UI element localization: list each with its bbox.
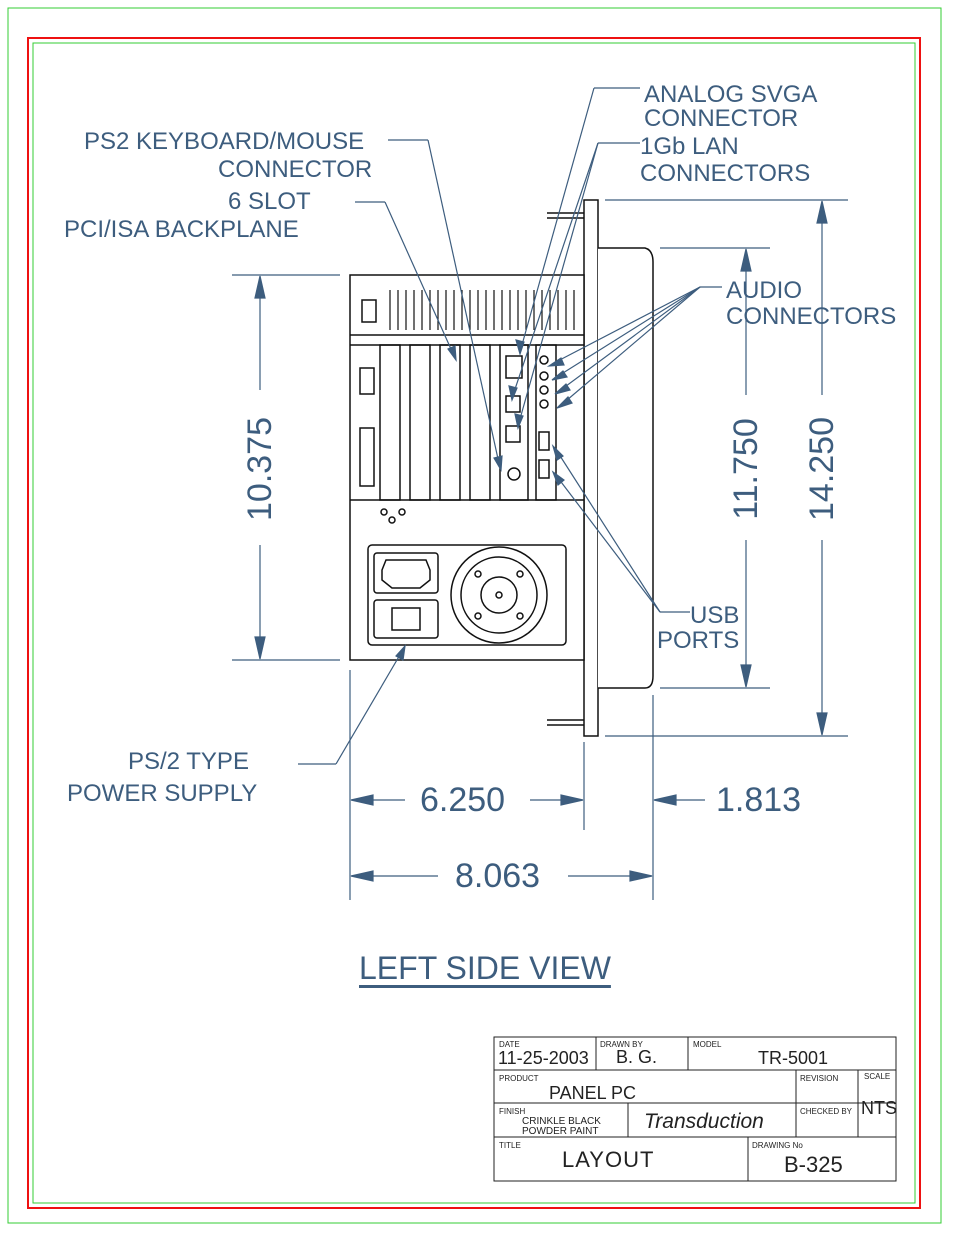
dimension-14250: 14.250 — [803, 417, 841, 521]
checked-by-caption: CHECKED BY — [800, 1107, 853, 1116]
title-value: LAYOUT — [562, 1147, 655, 1172]
model-caption: MODEL — [693, 1040, 722, 1049]
dimension-1813: 1.813 — [716, 781, 802, 819]
chassis — [349, 274, 585, 661]
drawing-no-caption: DRAWING No — [752, 1141, 803, 1150]
date-value: 11-25-2003 — [498, 1048, 589, 1068]
drawing-no-value: B-325 — [784, 1152, 843, 1177]
revision-caption: REVISION — [800, 1074, 839, 1083]
scale-caption: SCALE — [864, 1072, 891, 1081]
product-value: PANEL PC — [549, 1083, 637, 1103]
dimension-10375: 10.375 — [241, 417, 279, 521]
lan-label-line1: 1Gb LAN — [640, 133, 739, 160]
title-caption: TITLE — [499, 1141, 521, 1150]
svga-label-line2: CONNECTOR — [644, 105, 799, 132]
ps2-keyboard-label-line1: PS2 KEYBOARD/MOUSE — [84, 128, 365, 155]
usb-label-line2: PORTS — [657, 627, 740, 654]
inner-border — [32, 42, 916, 1204]
title-block-grid — [493, 1036, 897, 1182]
scale-value: NTS — [861, 1098, 897, 1118]
outer-border — [7, 7, 942, 1224]
date-caption: DATE — [499, 1040, 520, 1049]
backplane-label-line1: 6 SLOT — [228, 188, 311, 215]
leader-lines — [298, 87, 722, 765]
audio-label-line1: AUDIO — [726, 277, 803, 304]
usb-label-line1: USB — [690, 602, 740, 629]
view-title: LEFT SIDE VIEW — [359, 950, 611, 986]
dimension-lines — [232, 199, 848, 900]
finish-line1: CRINKLE BLACK — [522, 1116, 601, 1127]
drawn-by-caption: DRAWN BY — [600, 1040, 643, 1049]
ps2-keyboard-label-line2: CONNECTOR — [218, 156, 373, 183]
drawn-by-value: B. G. — [616, 1047, 658, 1067]
backplane-label-line2: PCI/ISA BACKPLANE — [64, 216, 299, 243]
red-border — [27, 37, 921, 1209]
dimension-6250: 6.250 — [420, 781, 506, 819]
psu-label-line2: POWER SUPPLY — [67, 780, 258, 807]
psu-label-line1: PS/2 TYPE — [128, 748, 249, 775]
model-value: TR-5001 — [758, 1048, 829, 1068]
audio-label-line2: CONNECTORS — [726, 303, 897, 330]
product-caption: PRODUCT — [499, 1074, 539, 1083]
company-logo-text: Transduction — [644, 1110, 764, 1133]
finish-line2: POWDER PAINT — [522, 1126, 599, 1137]
bezel — [547, 199, 654, 737]
svga-label-line1: ANALOG SVGA — [644, 81, 818, 108]
dimension-11750: 11.750 — [727, 418, 765, 520]
lan-label-line2: CONNECTORS — [640, 160, 811, 187]
dimension-8063: 8.063 — [455, 857, 541, 895]
finish-caption: FINISH — [499, 1107, 526, 1116]
